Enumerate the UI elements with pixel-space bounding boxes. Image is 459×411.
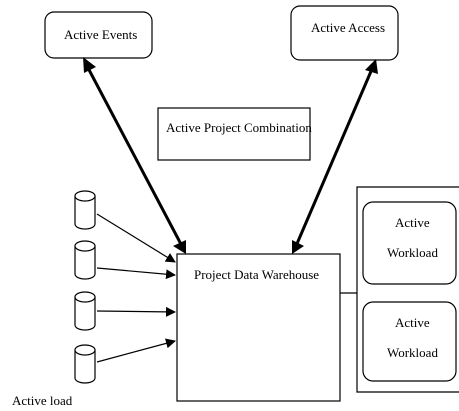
workload-1-line2: Workload xyxy=(387,245,438,260)
active-project-combination-label: Active Project Combination xyxy=(166,120,312,135)
cylinder-4 xyxy=(74,344,96,384)
cylinder-1 xyxy=(74,190,96,230)
active-events-box xyxy=(44,11,153,59)
workload-2-line1: Active xyxy=(395,315,430,330)
active-project-combination-box xyxy=(157,107,311,161)
events-warehouse-arrow xyxy=(83,57,186,254)
active-events-label: Active Events xyxy=(64,27,138,42)
project-data-warehouse-box xyxy=(176,253,341,402)
cylinder-3-arrow xyxy=(96,306,176,317)
workload-container xyxy=(356,186,459,393)
cylinder-2-arrow xyxy=(96,267,176,280)
workload-1-line1: Active xyxy=(395,215,430,230)
project-data-warehouse-label: Project Data Warehouse xyxy=(194,267,320,282)
cylinder-4-arrow xyxy=(96,338,176,363)
active-access-box xyxy=(290,5,399,61)
active-load-label: Active load xyxy=(12,393,73,408)
workload-2-line2: Workload xyxy=(387,345,438,360)
workload-box-1 xyxy=(362,201,457,285)
cylinder-2 xyxy=(74,240,96,280)
workload-box-2 xyxy=(362,301,457,382)
active-access-label: Active Access xyxy=(311,20,386,35)
cylinder-1-arrow xyxy=(96,213,176,263)
cylinder-3 xyxy=(74,291,96,331)
access-warehouse-arrow xyxy=(292,59,378,254)
